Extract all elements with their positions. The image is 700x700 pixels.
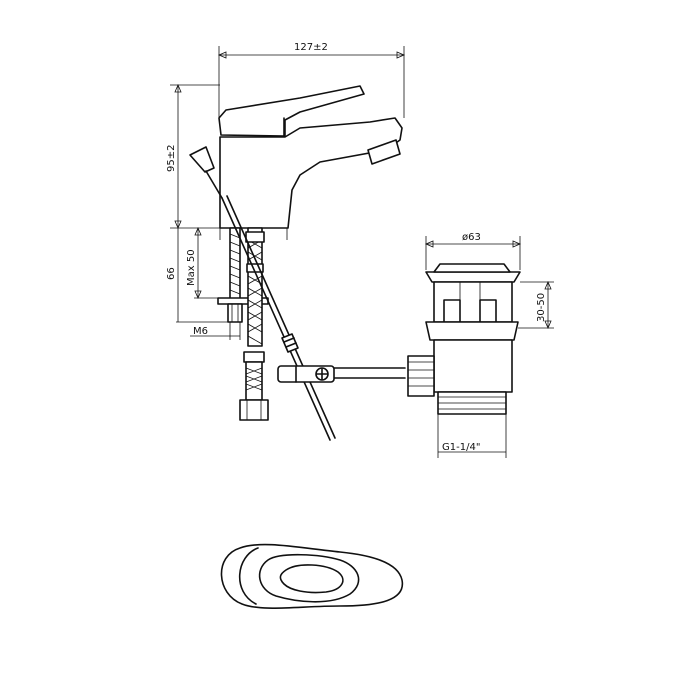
- dim-drain-range: 30-50: [536, 293, 547, 322]
- dim-max-50: Max 50: [186, 249, 197, 286]
- dim-top-width: 127±2: [294, 42, 328, 53]
- popup-linkage: [277, 365, 406, 383]
- dim-drain-diameter: ø63: [462, 232, 481, 243]
- dim-total-lower: 66: [166, 267, 177, 280]
- dim-body-height: 95±2: [166, 145, 177, 172]
- mounting-assembly: [217, 195, 336, 441]
- faucet-aerator: [367, 139, 401, 165]
- dim-drain-thread: G1-1/4": [442, 442, 480, 453]
- faucet-top-view: [220, 543, 404, 609]
- popup-rod-knob: [189, 146, 215, 173]
- dimension-lines: [170, 46, 554, 458]
- faucet-side-view: [189, 85, 403, 240]
- drain-assembly: [407, 263, 521, 415]
- dim-thread-m6: M6: [193, 326, 208, 337]
- faucet-lever: [218, 85, 365, 137]
